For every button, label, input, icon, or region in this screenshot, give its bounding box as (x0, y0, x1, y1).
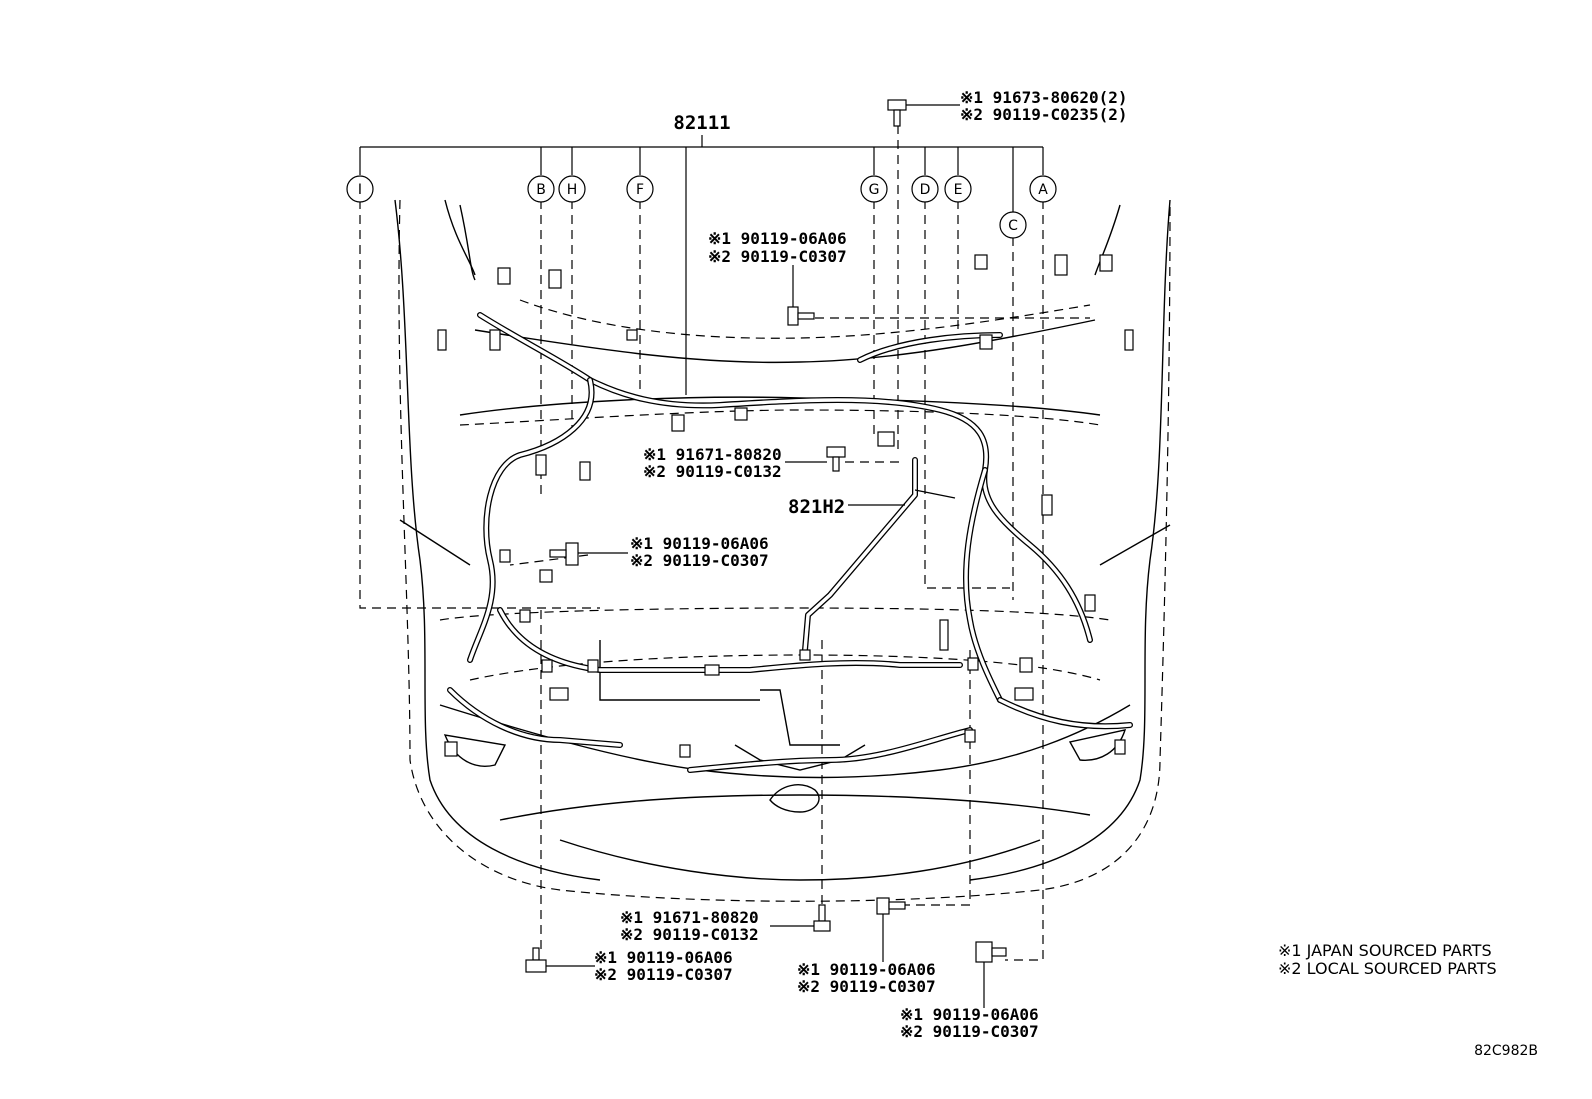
bolt-icon (525, 947, 595, 973)
callout-E: E (944, 175, 972, 203)
svg-text:※1 91671-80820: ※1 91671-80820 (620, 908, 759, 927)
fastener-label-lower-right-2: ※1 90119-06A06 ※2 90119-C0307 (900, 1005, 1039, 1041)
callout-A: A (1029, 175, 1057, 203)
fastener-label-lower-center: ※1 91671-80820 ※2 90119-C0132 (620, 908, 759, 944)
callout-F: F (626, 175, 654, 203)
legend: ※1 JAPAN SOURCED PARTS ※2 LOCAL SOURCED … (1278, 941, 1497, 978)
svg-text:※2 90119-C0235(2): ※2 90119-C0235(2) (960, 105, 1128, 124)
legend-local-sourced: ※2 LOCAL SOURCED PARTS (1278, 959, 1497, 978)
svg-text:A: A (1038, 182, 1048, 198)
svg-text:※2 90119-C0307: ※2 90119-C0307 (708, 247, 847, 266)
svg-text:※1 90119-06A06: ※1 90119-06A06 (630, 534, 769, 553)
callout-I: I (346, 175, 374, 203)
svg-text:※1 91671-80820: ※1 91671-80820 (643, 445, 782, 464)
svg-text:I: I (358, 182, 362, 198)
fastener-label-upper-middle: ※1 90119-06A06 ※2 90119-C0307 (708, 229, 847, 266)
svg-text:※2 90119-C0307: ※2 90119-C0307 (900, 1022, 1039, 1041)
svg-text:H: H (567, 182, 578, 198)
bolt-icon (770, 904, 831, 932)
fastener-label-left-middle: ※1 90119-06A06 ※2 90119-C0307 (630, 534, 769, 570)
bolt-icon (549, 542, 628, 566)
svg-text:※1 90119-06A06: ※1 90119-06A06 (594, 948, 733, 967)
callout-markers: I B H F G D E C A (346, 175, 1057, 239)
svg-text:※1 90119-06A06: ※1 90119-06A06 (797, 960, 936, 979)
connectors (437, 254, 1134, 758)
callout-C: C (999, 211, 1027, 239)
svg-text:※2 90119-C0307: ※2 90119-C0307 (630, 551, 769, 570)
fastener-label-lower-right-1: ※1 90119-06A06 ※2 90119-C0307 (797, 960, 936, 996)
svg-text:※1 91673-80620(2): ※1 91673-80620(2) (960, 88, 1128, 107)
dashed-reference-lines (359, 125, 1171, 961)
bolt-icon (787, 265, 815, 326)
svg-text:F: F (636, 182, 644, 198)
svg-text:B: B (536, 182, 546, 198)
callout-D: D (911, 175, 939, 203)
svg-text:※1 90119-06A06: ※1 90119-06A06 (900, 1005, 1039, 1024)
bolt-icon (876, 897, 906, 962)
main-part-bracket: 82111 (359, 112, 1044, 395)
fastener-labels: ※1 91673-80620(2) ※2 90119-C0235(2) ※1 9… (594, 88, 1128, 1041)
callout-G: G (860, 175, 888, 203)
sub-part-label: 821H2 (788, 496, 905, 518)
callout-H: H (558, 175, 586, 203)
svg-text:※2 90119-C0132: ※2 90119-C0132 (620, 925, 759, 944)
diagram-code: 82C982B (1474, 1043, 1538, 1059)
svg-text:※2 90119-C0307: ※2 90119-C0307 (797, 977, 936, 996)
svg-text:※2 90119-C0307: ※2 90119-C0307 (594, 965, 733, 984)
fastener-label-top: ※1 91673-80620(2) ※2 90119-C0235(2) (960, 88, 1128, 124)
sub-wire-harness (802, 457, 956, 653)
legend-japan-sourced: ※1 JAPAN SOURCED PARTS (1278, 941, 1492, 960)
bolt-icon (975, 941, 1007, 1008)
bolt-icons (525, 99, 1007, 1008)
svg-text:G: G (869, 182, 880, 198)
bolt-icon (785, 446, 846, 472)
main-part-number: 82111 (673, 112, 730, 134)
bolt-icon (887, 99, 960, 127)
fastener-label-center: ※1 91671-80820 ※2 90119-C0132 (643, 445, 782, 481)
vehicle-body-outline (394, 199, 1171, 881)
svg-text:※2 90119-C0132: ※2 90119-C0132 (643, 462, 782, 481)
engine-wire-harness (447, 312, 1133, 773)
svg-text:D: D (920, 182, 931, 198)
svg-text:※1 90119-06A06: ※1 90119-06A06 (708, 229, 847, 248)
callout-B: B (527, 175, 555, 203)
sub-part-number: 821H2 (788, 496, 845, 518)
fastener-label-lower-left: ※1 90119-06A06 ※2 90119-C0307 (594, 948, 733, 984)
svg-text:C: C (1008, 218, 1018, 234)
svg-text:E: E (954, 182, 963, 198)
